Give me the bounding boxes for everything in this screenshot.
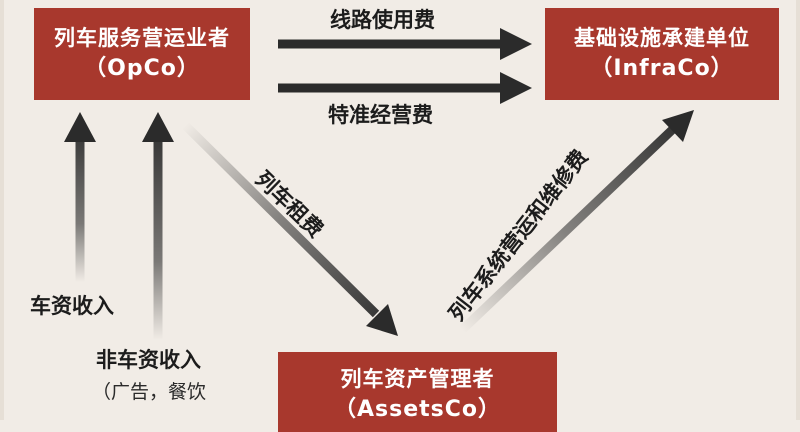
frame-left-edge (0, 0, 4, 420)
track-access-fee-arrow (278, 28, 532, 60)
infraco-abbr: （InfraCo） (590, 56, 734, 81)
rolling-stock-lease-arrow (181, 121, 398, 336)
opco-name: 列车服务营运业者 (54, 26, 230, 50)
assetsco-abbr: （AssetsCo） (333, 397, 501, 422)
flow-arrows (64, 28, 694, 340)
infraco-box: 基础设施承建单位 （InfraCo） (545, 8, 779, 100)
opco-abbr: （OpCo） (84, 56, 200, 81)
frame-right-edge (796, 0, 800, 420)
fare-revenue-arrow (64, 112, 96, 282)
non-fare-revenue-arrow (142, 112, 174, 340)
maintenance-fee-arrow (458, 110, 694, 334)
opco-box: 列车服务营运业者 （OpCo） (34, 8, 250, 100)
franchise-fee-arrow (278, 72, 532, 104)
fare-revenue-label: 车资收入 (30, 294, 114, 318)
track-access-fee-label: 线路使用费 (330, 8, 435, 32)
infraco-name: 基础设施承建单位 (574, 26, 750, 50)
non-fare-revenue-detail: （广告，餐饮 (92, 381, 207, 403)
assetsco-name: 列车资产管理者 (340, 367, 495, 391)
franchise-fee-label: 特准经营费 (328, 103, 433, 127)
non-fare-revenue-label: 非车资收入 (96, 348, 201, 372)
assetsco-box: 列车资产管理者 （AssetsCo） (278, 352, 557, 432)
